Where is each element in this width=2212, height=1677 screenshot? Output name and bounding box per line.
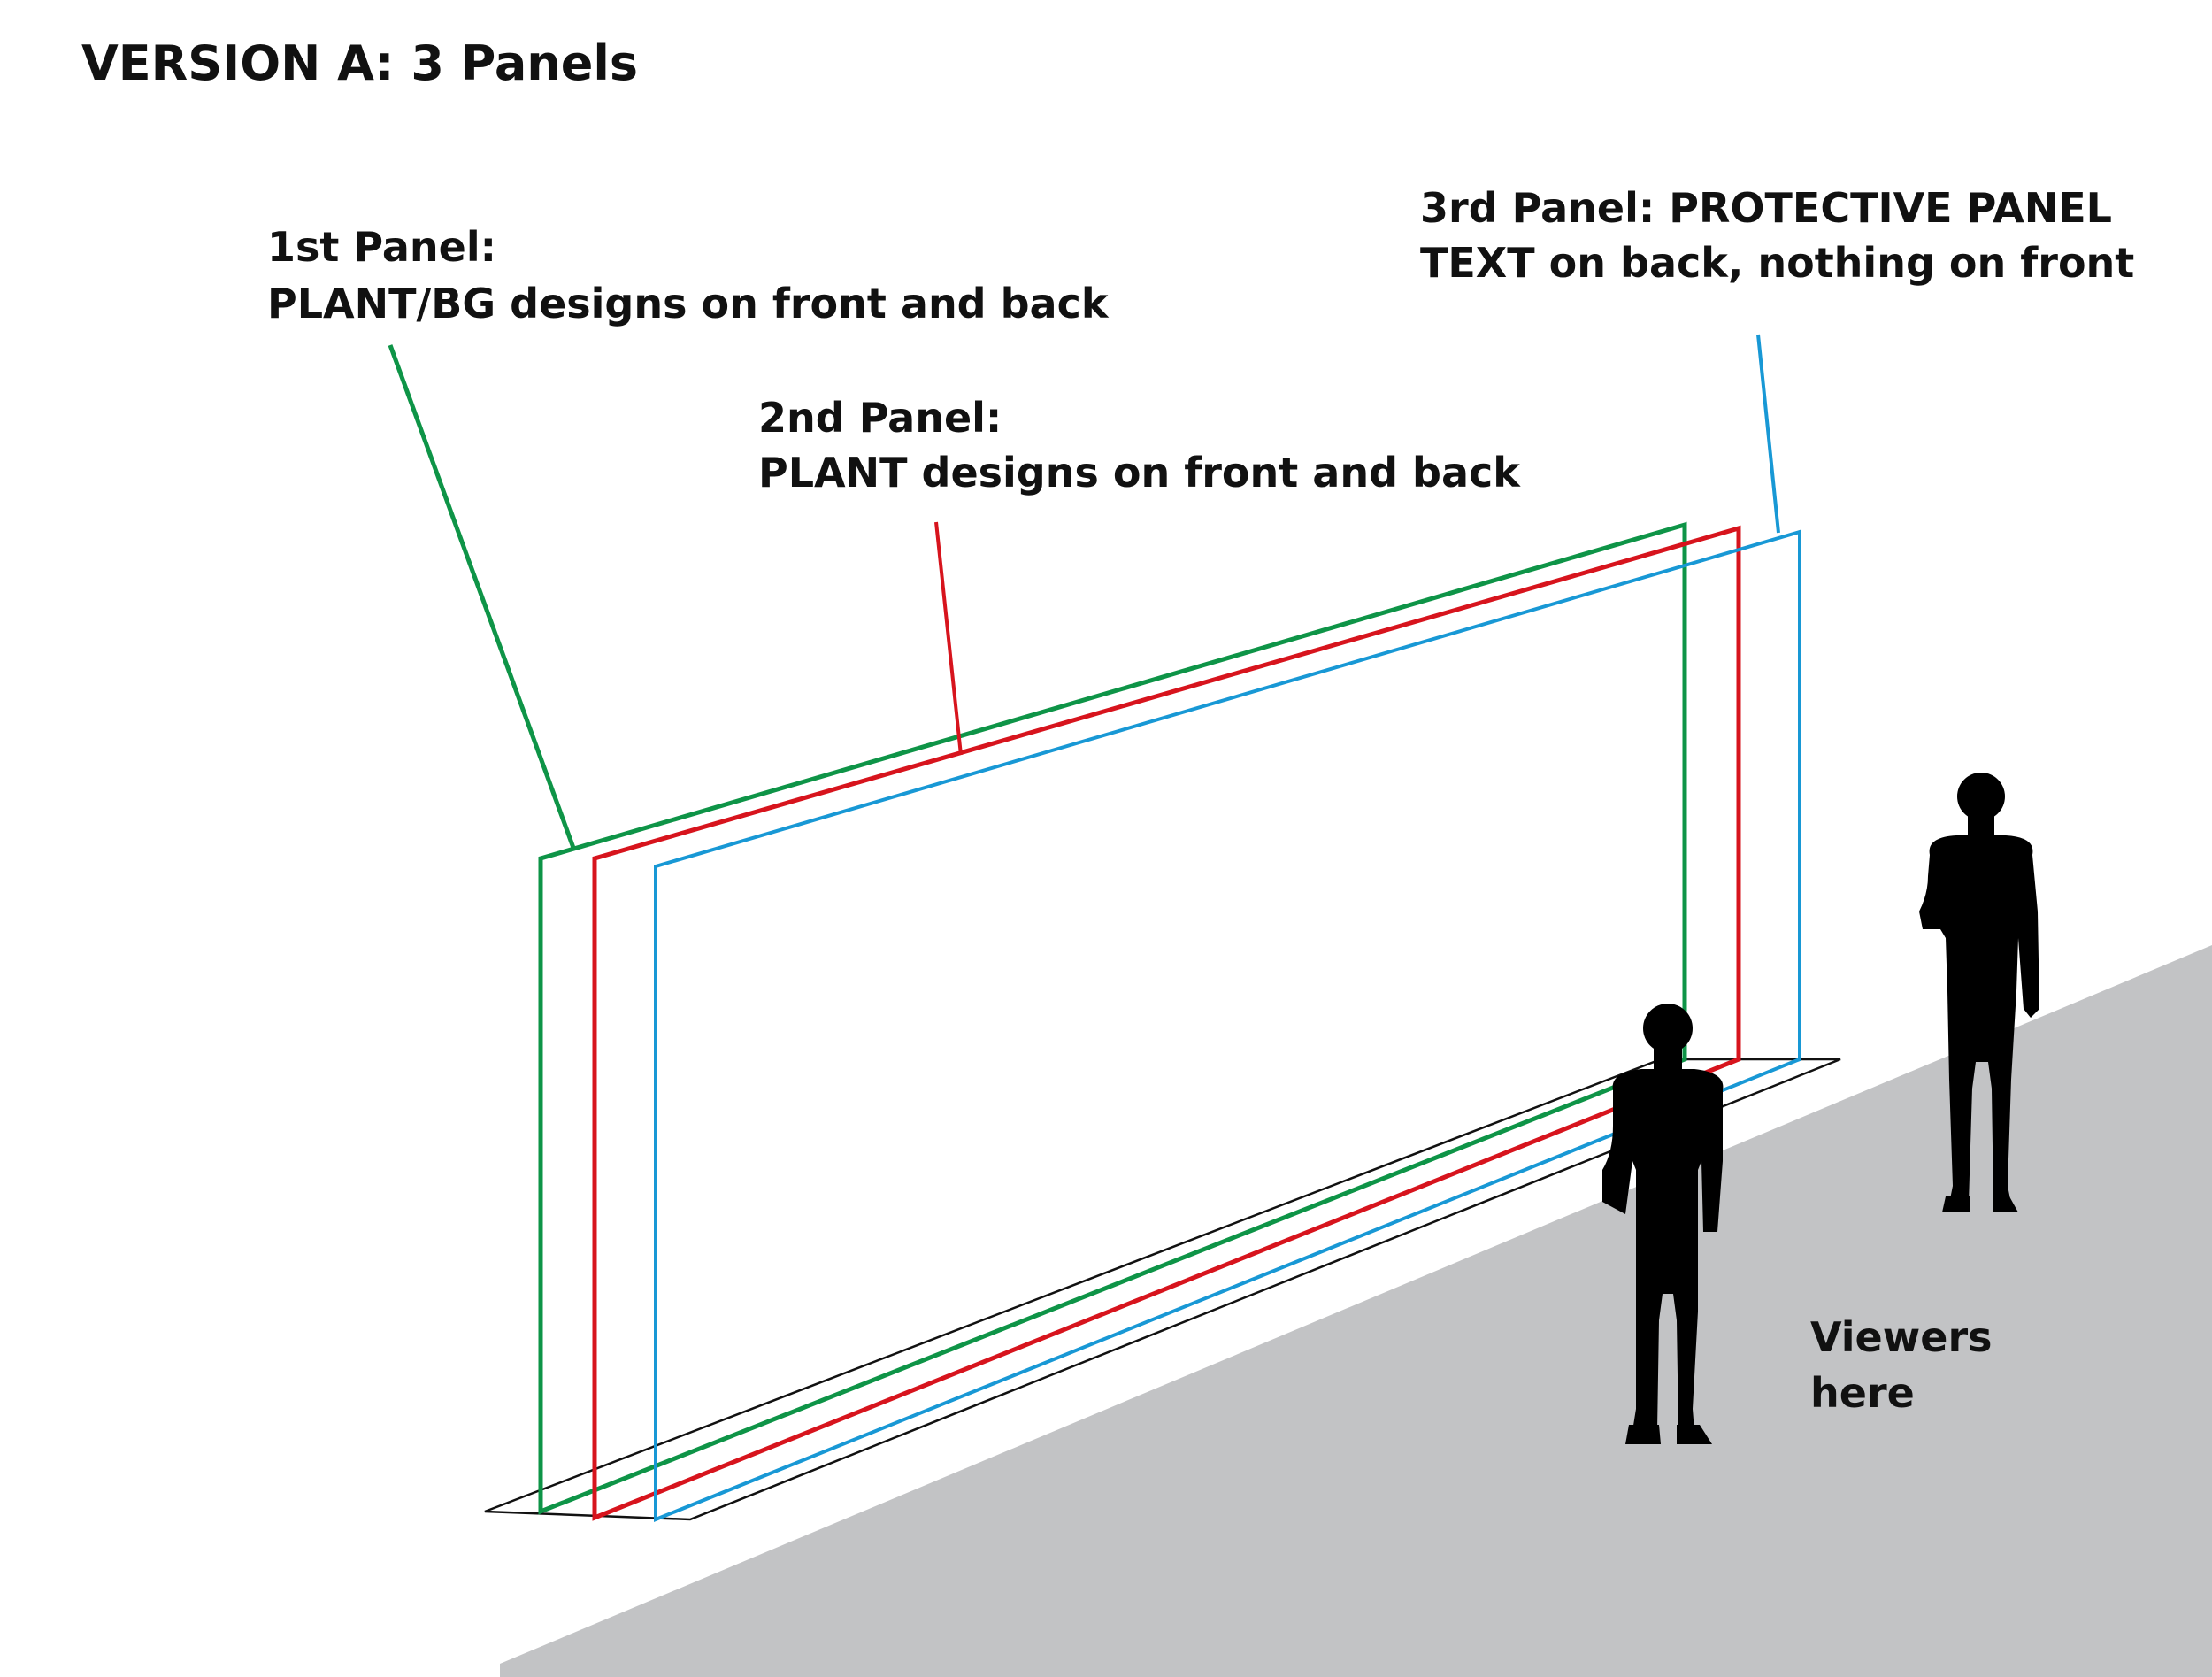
panel-2-label-desc: PLANT designs on front and back bbox=[758, 449, 1521, 496]
page-title: VERSION A: 3 Panels bbox=[81, 35, 638, 91]
viewers-label-line2: here bbox=[1810, 1369, 1915, 1417]
viewer-floor-area bbox=[500, 945, 2212, 1677]
panel-1-label-desc: PLANT/BG designs on front and back bbox=[267, 280, 1110, 327]
panel-2-label-heading: 2nd Panel: bbox=[758, 394, 1002, 442]
panel-1-leader bbox=[388, 344, 576, 849]
person-silhouette-back bbox=[1919, 773, 2039, 1212]
person-silhouette-front bbox=[1602, 1004, 1724, 1444]
panel-3-label-desc: TEXT on back, nothing on front bbox=[1420, 239, 2134, 287]
panel-3-leader bbox=[1756, 334, 1780, 534]
panel-2-leader bbox=[934, 521, 963, 756]
panel-3-frame bbox=[654, 529, 1801, 1522]
panel-1-frame bbox=[538, 521, 1687, 1515]
viewers-label-line1: Viewers bbox=[1810, 1313, 1993, 1361]
panel-2-frame bbox=[592, 525, 1741, 1521]
panel-1-label-heading: 1st Panel: bbox=[267, 223, 496, 271]
panel-base-outline bbox=[484, 1058, 1841, 1521]
panel-3-label-heading: 3rd Panel: PROTECTIVE PANEL bbox=[1420, 184, 2112, 232]
